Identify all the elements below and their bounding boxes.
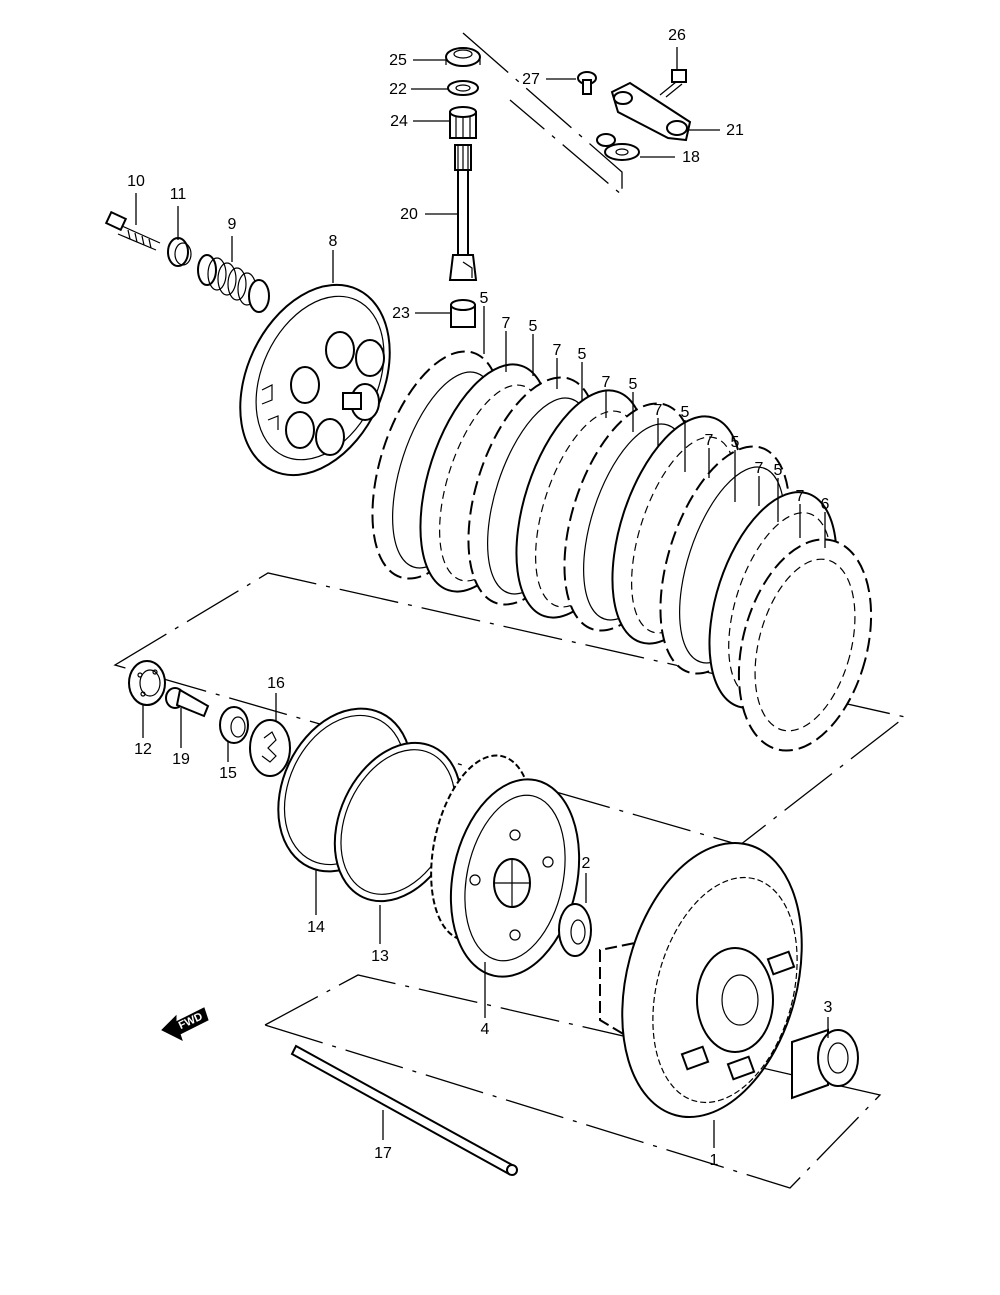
- callout-12: 12: [134, 741, 152, 758]
- screw-27-part: [577, 71, 597, 95]
- needle-bearing-part: [449, 106, 477, 139]
- fwd-arrow-icon: FWD: [161, 1007, 209, 1041]
- callout-27: 27: [522, 71, 540, 88]
- callout-15: 15: [219, 765, 237, 782]
- callout-25: 25: [389, 52, 407, 69]
- callout-5-d: 5: [629, 376, 638, 393]
- thrust-washer-2-part: [558, 903, 592, 957]
- washer-22-hole: [455, 84, 471, 92]
- callout-7-c: 7: [602, 374, 611, 391]
- bearing-12-part: [128, 660, 166, 706]
- oil-seal-part: [445, 47, 481, 67]
- pressure-plate-part: [239, 283, 391, 477]
- callout-5-f: 5: [731, 434, 740, 451]
- washer-18-part: [596, 133, 640, 161]
- sleeve-3-part: [791, 1028, 859, 1100]
- callout-1: 1: [710, 1152, 719, 1169]
- callout-23: 23: [392, 305, 410, 322]
- callout-13: 13: [371, 948, 389, 965]
- callout-4: 4: [481, 1021, 490, 1038]
- callout-22: 22: [389, 81, 407, 98]
- callout-16: 16: [267, 675, 285, 692]
- washer-22-part: [447, 80, 479, 96]
- callout-21: 21: [726, 122, 744, 139]
- callout-24: 24: [390, 113, 408, 130]
- clutch-plate-stack: [371, 350, 873, 752]
- bolt-part: [104, 210, 161, 251]
- callout-7-e: 7: [705, 432, 714, 449]
- callout-6: 6: [821, 496, 830, 513]
- callout-18: 18: [682, 149, 700, 166]
- callout-5-a: 5: [480, 290, 489, 307]
- callout-7-a: 7: [502, 315, 511, 332]
- callout-7-g: 7: [796, 488, 805, 505]
- callout-3: 3: [824, 999, 833, 1016]
- washer-part: [167, 237, 192, 267]
- callout-8: 8: [329, 233, 338, 250]
- callout-7-d: 7: [654, 402, 663, 419]
- bearing-23-part: [450, 299, 476, 328]
- clutch-spring-part: [197, 254, 270, 313]
- callout-9: 9: [228, 216, 237, 233]
- nut-15-part: [219, 706, 249, 744]
- thrust-washer-2-hole: [570, 919, 586, 945]
- callout-5-b: 5: [529, 318, 538, 335]
- callout-5-e: 5: [681, 404, 690, 421]
- callout-19: 19: [172, 751, 190, 768]
- release-shaft-part: [448, 144, 478, 281]
- push-rod-17-part: [290, 1044, 518, 1176]
- callout-5-c: 5: [578, 346, 587, 363]
- callout-11: 11: [170, 186, 187, 203]
- callout-17: 17: [374, 1145, 392, 1162]
- callout-5-g: 5: [774, 462, 783, 479]
- housing-outline: [263, 974, 882, 1189]
- callout-10: 10: [127, 173, 145, 190]
- release-arm-outline: [462, 32, 623, 197]
- pushrod-bolt-19-part: [165, 687, 210, 718]
- bolt-26-part: [659, 69, 687, 98]
- clutch-hub-part: [430, 754, 581, 978]
- clutch-housing-part: [599, 841, 803, 1119]
- plate-stack-outline: [113, 572, 907, 846]
- release-arm-part: [610, 81, 692, 142]
- callout-7-b: 7: [553, 342, 562, 359]
- callout-2: 2: [582, 855, 591, 872]
- lock-washer-16-part: [249, 719, 291, 777]
- callout-7-f: 7: [755, 460, 764, 477]
- callout-26: 26: [668, 27, 686, 44]
- callout-20: 20: [400, 206, 418, 223]
- leader-lines: [135, 47, 829, 1148]
- callout-14: 14: [307, 919, 325, 936]
- callout-labels: 25 22 24 20 23 27 26 21 18 10 11 9 8 5 7…: [127, 27, 832, 1169]
